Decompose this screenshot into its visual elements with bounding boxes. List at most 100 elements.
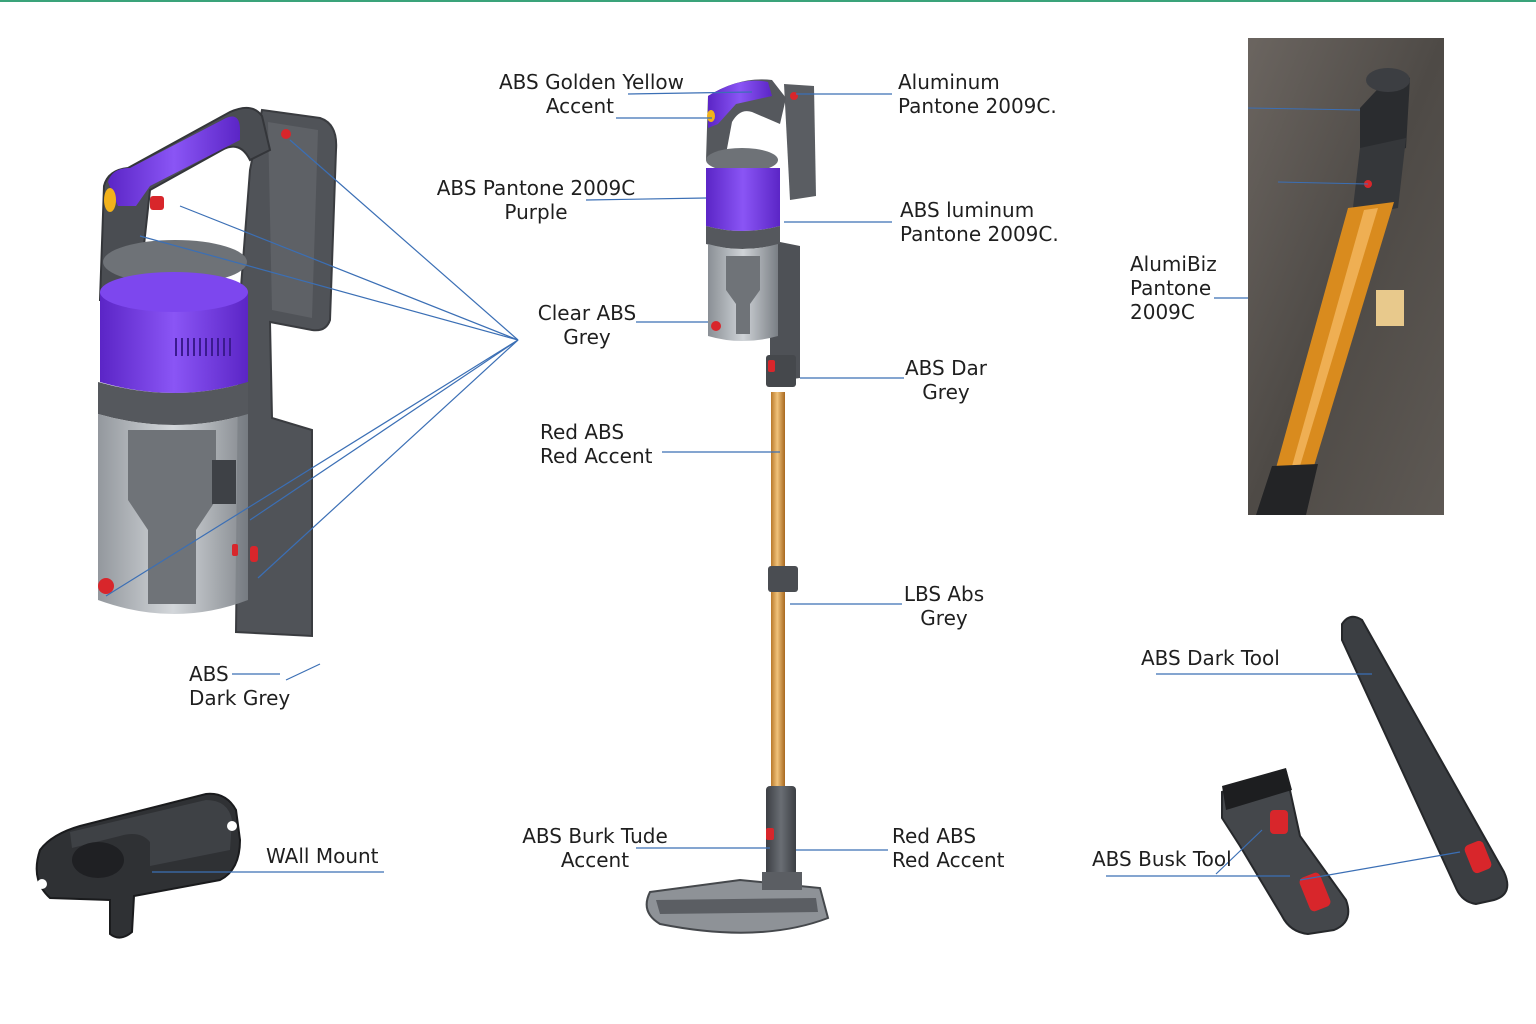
leader-left-3 [139,235,519,341]
cyclone-top-cap [103,240,247,284]
leader-left-4 [249,339,519,521]
label-aluminum-top: Aluminum Pantone 2009C. [898,70,1057,118]
label-dar-grey: ABS Dar Grey [900,356,992,404]
battery-panel [268,122,318,318]
vent-slots [175,338,231,356]
label-luminum-line1: ABS luminum [900,198,1035,222]
label-abs-dark-grey: ABS Dark Grey [189,662,290,710]
leader-golden-yellow [627,91,753,95]
label-busk-tool: ABS Busk Tool [1092,847,1232,871]
leader-left-6 [257,339,519,579]
label-alumibiz-line1: AlumiBiz [1130,252,1217,276]
label-clear-abs: Clear ABS Grey [530,301,644,349]
floor-head-neck [762,872,802,890]
label-red-abs-mid: Red ABS Red Accent [540,420,653,468]
label-dark-tool-line1: ABS Dark Tool [1141,646,1280,670]
label-red-abs-mid-line2: Red Accent [540,444,653,468]
label-clear-abs-line2: Grey [563,325,611,349]
grey-seal-ring [98,382,248,425]
label-red-abs-bottom: Red ABS Red Accent [892,824,1005,872]
leader-busk-tool-2 [1215,829,1263,875]
wall-mount-illustration [35,792,242,939]
label-dar-grey-line2: Grey [922,380,970,404]
wand-highlight [1292,208,1378,466]
side-red-button [250,546,258,562]
label-clear-abs-line1: Clear ABS [537,301,637,325]
crevice-tool-body [1341,615,1509,906]
stick-inner-cone [726,256,760,334]
label-luminum: ABS luminum Pantone 2009C. [900,198,1059,246]
trigger-red-accent [281,129,291,139]
leader-dark-grey-2 [285,663,321,681]
label-aluminum-top-line1: Aluminum [898,70,1000,94]
wand-collar-photo [1352,138,1406,216]
handle-purple-grip [108,116,240,206]
wand-reference-photo [1248,38,1444,515]
stick-vacuum-full [645,79,830,934]
photo-leader-1 [1248,107,1361,111]
wand-bottom-end [1256,464,1318,515]
label-burk-tude-line2: Accent [560,848,630,872]
stick-purple-ring [706,168,780,231]
crevice-tool-red-button [1464,840,1492,874]
battery-pack [784,84,816,200]
handheld-unit-closeup [98,106,338,638]
power-trigger [150,196,164,210]
label-wall-mount: WAll Mount [266,844,379,868]
wall-mount-cradle [72,842,124,878]
label-burk-tude-line1: ABS Burk Tude [522,824,668,848]
label-lbs-abs-line1: LBS Abs [903,582,985,606]
purple-ring-top [100,272,248,312]
label-abs-dark-grey-line2: Dark Grey [189,686,291,710]
label-alumibiz-line2: Pantone [1130,276,1212,300]
leader-busk-tool-3 [1299,851,1461,881]
lower-red-accent [766,828,774,840]
bin-latch [212,460,236,504]
brush-tool [1221,768,1350,936]
label-dark-tool: ABS Dark Tool [1141,646,1280,670]
mount-screw-hole-right [227,821,237,831]
leader-left-1 [289,139,519,341]
stick-cyclone-cap [706,148,778,172]
label-abs-dark-grey-line1: ABS [189,662,229,686]
floor-head-roller [656,898,818,914]
wall-mount-top-face [70,800,232,866]
top-accent-line [0,0,1536,2]
leader-left-2 [179,205,519,341]
label-pantone-purple-line1: ABS Pantone 2009C [436,176,636,200]
label-wall-mount-line1: WAll Mount [266,844,379,868]
golden-yellow-button [104,188,116,212]
brush-tool-red-button [1299,872,1331,912]
stick-bin-red-release [711,321,721,331]
wand-photo-svg [1248,38,1444,515]
collar-red-accent [768,360,775,372]
label-red-abs-mid-line1: Red ABS [540,420,625,444]
label-red-abs-bottom-line2: Red Accent [892,848,1005,872]
label-golden-yellow: ABS Golden Yellow Accent [476,70,684,118]
top-red-accent [790,92,798,100]
label-golden-yellow-line2: Accent [545,94,614,118]
brush-bristles [1222,768,1292,810]
label-lbs-abs: LBS Abs Grey [896,582,992,630]
stick-yellow-button [707,110,715,122]
bin-release-red [98,578,114,594]
inner-cyclone-cone [128,430,216,604]
label-burk-tude: ABS Burk Tude Accent [520,824,670,872]
lower-wand-neck [766,786,796,876]
leader-left-5 [105,339,519,597]
label-aluminum-top-line2: Pantone 2009C. [898,94,1057,118]
wand-top-rim [1366,68,1410,92]
label-pantone-purple: ABS Pantone 2009C Purple [426,176,646,224]
label-alumibiz: AlumiBiz Pantone 2009C [1130,252,1217,324]
label-golden-yellow-line1: ABS Golden Yellow [499,70,684,94]
label-dar-grey-line1: ABS Dar [905,356,987,380]
side-red-button-2 [232,544,238,556]
label-red-abs-bottom-line1: Red ABS [892,824,977,848]
brush-tool-red-top [1270,810,1288,834]
label-luminum-line2: Pantone 2009C. [900,222,1059,246]
crevice-tool [1341,615,1509,906]
sticker-label [1376,290,1404,326]
label-lbs-abs-line2: Grey [920,606,968,630]
purple-motor-ring [100,292,248,393]
